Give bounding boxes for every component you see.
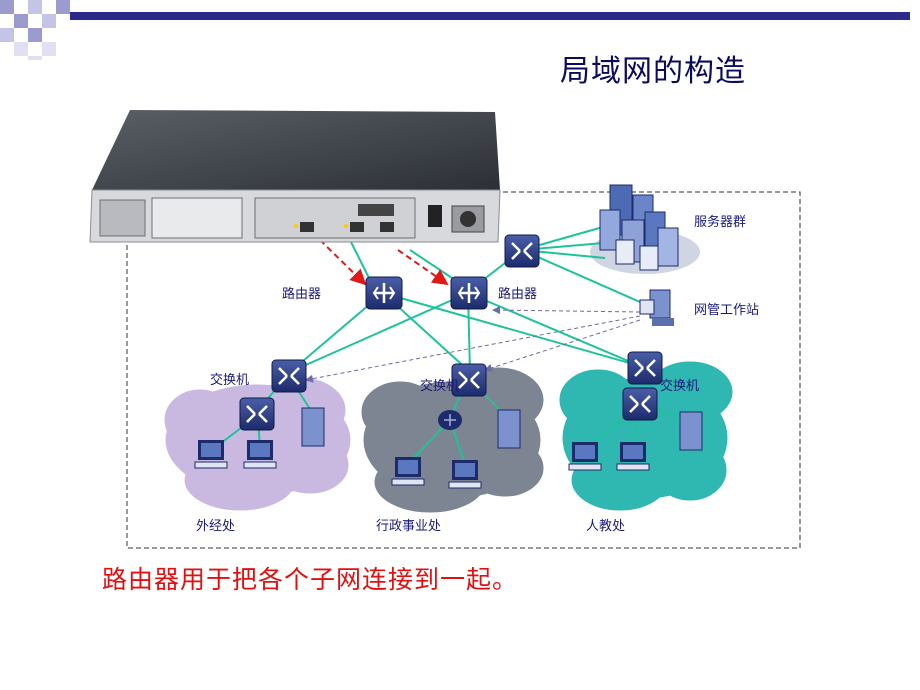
label-switch-middle: 交换机 <box>420 378 459 394</box>
label-dept-right: 人教处 <box>586 518 625 534</box>
router-pointer-arrow-1 <box>319 239 367 286</box>
management-workstation-icon <box>639 289 674 326</box>
router-right-icon <box>450 276 488 310</box>
label-server-farm: 服务器群 <box>694 214 746 230</box>
router-pointer-arrow-2 <box>397 249 449 286</box>
lan-structure-diagram: 路由器 路由器 服务器群 网管工作站 交换机 交换机 交换机 外经处 行政事业处… <box>89 110 801 549</box>
slide-caption: 路由器用于把各个子网连接到一起。 <box>102 565 519 594</box>
label-router-right: 路由器 <box>498 286 537 302</box>
switch-middle-icon <box>451 363 487 397</box>
label-router-left: 路由器 <box>282 286 321 302</box>
label-dept-left: 外经处 <box>196 519 235 534</box>
pc-icon <box>194 440 650 489</box>
router-hardware <box>89 110 501 243</box>
switch-right-icon <box>627 351 663 385</box>
label-dept-middle: 行政事业处 <box>376 519 441 534</box>
switch-right-sub-icon <box>622 387 658 421</box>
management-links <box>305 306 641 383</box>
corner-decoration <box>0 0 910 60</box>
label-mgmt-station: 网管工作站 <box>694 303 759 318</box>
router-left-icon <box>365 276 403 310</box>
label-switch-right: 交换机 <box>660 378 699 394</box>
subnet-server-icon <box>301 407 703 451</box>
switch-left-icon <box>271 359 307 393</box>
server-farm-icon <box>599 184 679 271</box>
switch-left-sub-icon <box>239 397 275 431</box>
hub-middle-icon <box>438 410 462 430</box>
core-switch-icon <box>504 234 540 268</box>
slide-title: 局域网的构造 <box>560 54 746 89</box>
label-switch-left: 交换机 <box>210 372 249 388</box>
